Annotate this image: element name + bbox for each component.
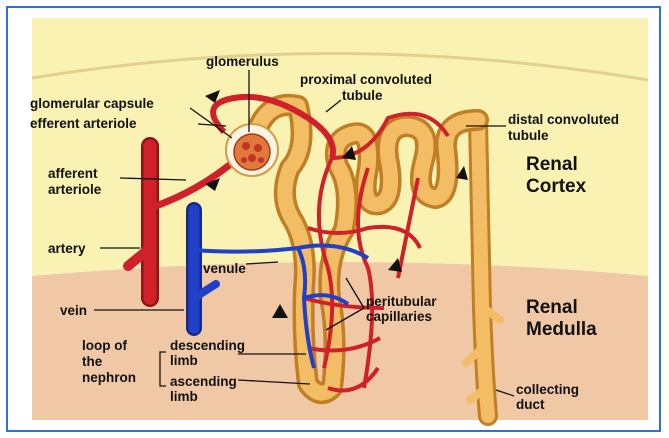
label-peritubular-1: peritubular xyxy=(366,294,437,309)
label-glomerular-capsule: glomerular capsule xyxy=(30,96,154,111)
region-cortex-line2: Cortex xyxy=(526,176,587,197)
label-collecting-1: collecting xyxy=(516,382,579,397)
glomerulus-structure xyxy=(226,124,278,176)
region-medulla-line1: Renal xyxy=(526,297,578,318)
label-artery: artery xyxy=(48,241,86,256)
label-descending-1: descending xyxy=(170,338,245,353)
label-efferent-arteriole: efferent arteriole xyxy=(30,116,137,131)
label-afferent-2: arteriole xyxy=(48,182,102,197)
label-loop-2: the xyxy=(82,354,103,369)
label-descending-2: limb xyxy=(170,353,198,368)
label-collecting-2: duct xyxy=(516,397,545,412)
label-loop-1: loop of xyxy=(82,338,127,353)
label-ascending-2: limb xyxy=(170,389,198,404)
nephron-diagram: glomerulus proximal convoluted tubule gl… xyxy=(8,8,659,430)
label-ascending-1: ascending xyxy=(170,374,237,389)
label-glomerulus: glomerulus xyxy=(206,54,279,69)
label-afferent-1: afferent xyxy=(48,166,98,181)
label-distal-1: distal convoluted xyxy=(508,112,619,127)
label-proximal-2: tubule xyxy=(342,88,383,103)
label-venule: venule xyxy=(203,261,246,276)
label-proximal-1: proximal convoluted xyxy=(300,72,432,87)
label-distal-2: tubule xyxy=(508,128,549,143)
label-loop-3: nephron xyxy=(82,370,136,385)
label-peritubular-2: capillaries xyxy=(366,309,432,324)
region-cortex-line1: Renal xyxy=(526,154,578,175)
region-medulla-line2: Medulla xyxy=(526,319,597,340)
label-vein: vein xyxy=(60,303,87,318)
diagram-frame: glomerulus proximal convoluted tubule gl… xyxy=(6,6,661,432)
